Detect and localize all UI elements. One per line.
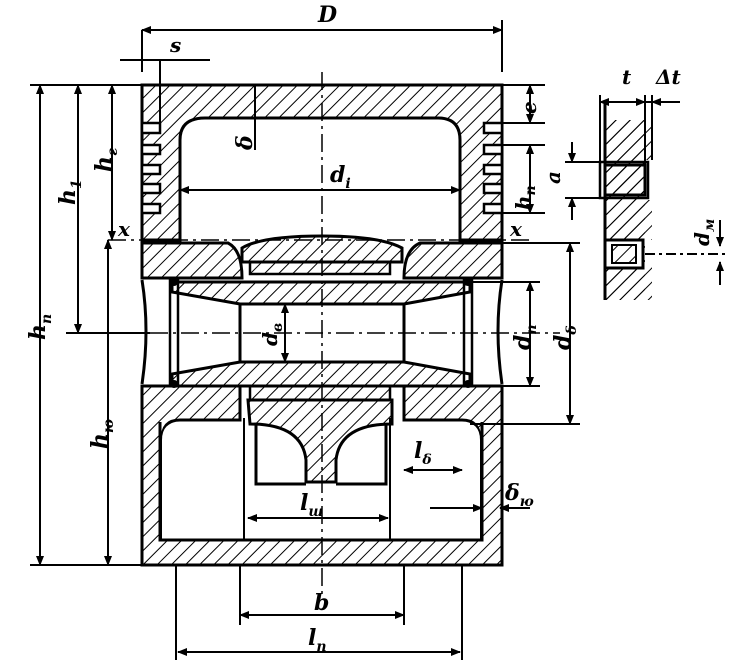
rod-small-end-upper: [240, 234, 404, 264]
skirt-wall-right: [496, 279, 504, 385]
dimension-labels: D s t Δt δ di e a hп hп h1 hг x x dм dв …: [25, 2, 718, 655]
center-lines: [108, 72, 560, 600]
label-dv: dв: [258, 323, 286, 346]
label-ldelta: lδ: [414, 438, 432, 468]
piston-body: [140, 83, 504, 567]
ring-grooves-left: [140, 121, 162, 215]
label-delta: δ: [232, 135, 258, 151]
label-delta-t: Δt: [655, 65, 682, 89]
rod-i-section: [254, 424, 388, 486]
skirt-wall-left: [140, 279, 148, 385]
label-dn: dп: [510, 324, 540, 350]
label-dm: dм: [690, 219, 718, 246]
label-hn: hп: [25, 314, 55, 340]
label-e: e: [517, 101, 541, 114]
detail-ring-compression: [603, 163, 647, 197]
ring-groove-detail: [565, 95, 728, 300]
label-hyu: hю: [87, 419, 117, 449]
label-delta-yu: δю: [504, 480, 534, 510]
label-x-right: x: [509, 217, 523, 241]
label-dd: dδ: [550, 325, 580, 350]
ring-grooves-right: [482, 121, 504, 215]
label-a: a: [541, 171, 565, 184]
piston-pin-upper: [170, 280, 472, 306]
label-D: D: [317, 2, 337, 28]
rod-shank: [246, 398, 394, 484]
label-lsh: lш: [300, 490, 323, 520]
label-t: t: [622, 65, 632, 89]
label-b: b: [314, 590, 329, 616]
label-h1: h1: [55, 179, 85, 205]
label-hg: hг: [91, 148, 121, 172]
label-s: s: [169, 33, 181, 57]
upper-boss-band: [140, 241, 244, 280]
label-x-left: x: [117, 217, 131, 241]
label-hp-ring: hп: [511, 185, 539, 210]
piston-pin-lower: [170, 360, 472, 388]
label-di: di: [330, 162, 351, 192]
label-ln: lп: [308, 625, 327, 655]
rod-small-end-lower: [248, 384, 392, 402]
dimension-lines: [30, 20, 580, 660]
